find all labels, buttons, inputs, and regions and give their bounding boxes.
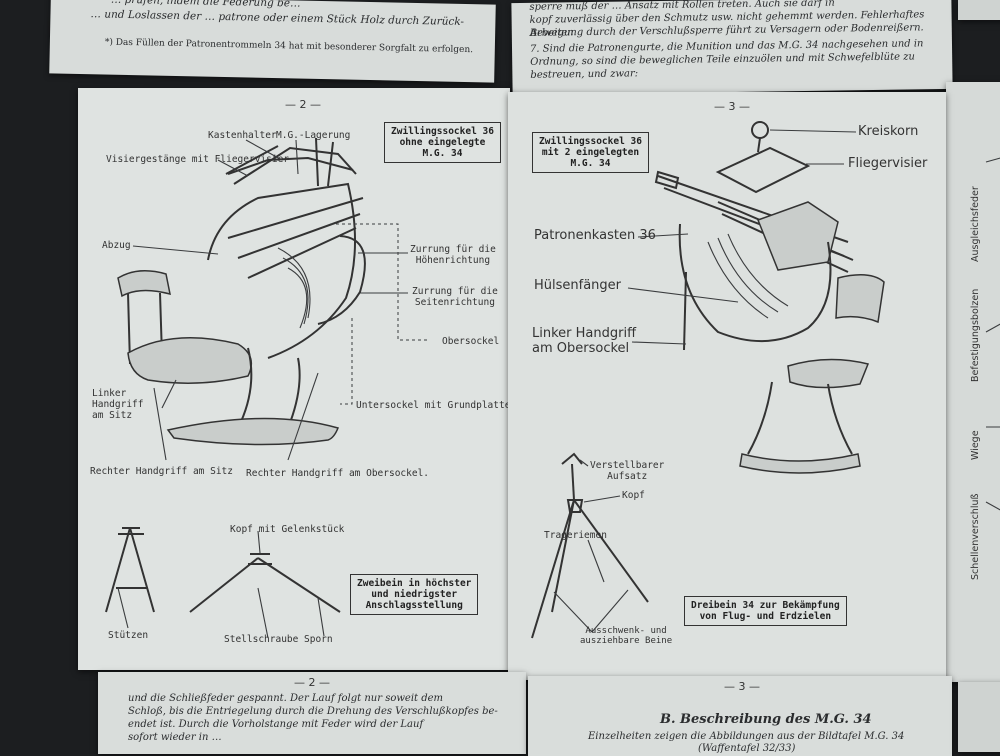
footnote: *) Das Füllen der Patronentrommeln 34 ha… bbox=[104, 37, 474, 56]
label-patronenkasten: Patronenkasten 36 bbox=[534, 228, 656, 243]
label-line: am Sitz bbox=[92, 410, 133, 421]
text-line: sofort wieder in … bbox=[128, 732, 222, 743]
title-line: Zwillingssockel 36 bbox=[539, 136, 642, 147]
box-line: von Flug- und Erdzielen bbox=[699, 611, 832, 622]
twin-mount-drawing bbox=[105, 137, 428, 639]
bottom-right-page: — 3 — B. Beschreibung des M.G. 34 Einzel… bbox=[528, 676, 952, 756]
label-line: Linker Handgriff bbox=[532, 326, 637, 341]
label-visiergestaenge: Visiergestänge mit Fliegervisier bbox=[106, 154, 290, 165]
bottom-far-right-page bbox=[958, 682, 1000, 752]
text-line: (Waffentafel 32/33) bbox=[698, 743, 796, 754]
title-line: M.G. 34 bbox=[422, 148, 463, 159]
title-line: Zwillingssockel 36 bbox=[391, 126, 494, 137]
side-label: Wiege bbox=[970, 430, 981, 460]
label-sporn: Sporn bbox=[304, 634, 333, 645]
label-line: Linker bbox=[92, 388, 127, 399]
box-line: Zweibein in höchster bbox=[357, 578, 472, 589]
label-ausschwenk: Ausschwenk- und ausziehbare Beine bbox=[580, 626, 672, 646]
label-line: Zurrung für die bbox=[412, 286, 498, 297]
page-number: — 2 — bbox=[285, 98, 321, 111]
label-huelsenfaenger: Hülsenfänger bbox=[534, 278, 622, 293]
title-box: Zwillingssockel 36 ohne eingelegte M.G. … bbox=[384, 122, 501, 163]
side-page: Ausgleichsfeder Befestigungsbolzen Wiege… bbox=[946, 82, 1000, 682]
label-fliegervisier: Fliegervisier bbox=[848, 156, 928, 171]
side-label: Befestigungsbolzen bbox=[970, 288, 981, 382]
top-far-right-page bbox=[958, 0, 1000, 20]
label-line: am Obersockel bbox=[532, 341, 630, 356]
label-linker-handgriff: Linker Handgriff am Sitz bbox=[92, 388, 143, 421]
label-rechter-ober: Rechter Handgriff am Obersockel. bbox=[246, 468, 430, 479]
label-line: Verstellbarer bbox=[590, 460, 665, 471]
label-stuetzen: Stützen bbox=[108, 630, 149, 641]
section-heading: B. Beschreibung des M.G. 34 bbox=[660, 712, 872, 727]
label-zurrung-hoehe: Zurrung für die Höhenrichtung bbox=[410, 244, 496, 266]
label-untersockel: Untersockel mit Grundplatte bbox=[356, 400, 510, 411]
box-line: Dreibein 34 zur Bekämpfung bbox=[691, 600, 840, 611]
text-line: Einzelheiten zeigen die Abbildungen aus … bbox=[588, 731, 905, 742]
side-label: Schellenverschluß bbox=[970, 493, 981, 580]
twin-guns-drawing bbox=[531, 121, 885, 639]
label-line: Ausschwenk- und bbox=[585, 626, 667, 636]
label-line: ausziehbare Beine bbox=[580, 636, 673, 646]
box-line: Anschlagsstellung bbox=[365, 600, 463, 611]
label-line: Höhenrichtung bbox=[415, 255, 491, 266]
page-number: — 2 — bbox=[294, 676, 330, 689]
label-line: Seitenrichtung bbox=[414, 297, 495, 308]
label-obersockel: Obersockel bbox=[442, 336, 500, 347]
top-left-page: … prüfen, indem die Federung be… … und L… bbox=[49, 0, 496, 83]
tripod-box: Dreibein 34 zur Bekämpfung von Flug- und… bbox=[684, 596, 847, 626]
side-page-lines bbox=[985, 157, 1000, 511]
label-line: Handgriff bbox=[92, 399, 144, 410]
label-trageriemen: Trageriemen bbox=[544, 530, 607, 541]
bipod-box: Zweibein in höchster und niedrigster Ans… bbox=[350, 574, 479, 615]
text-line: bestreuen, und zwar: bbox=[530, 68, 639, 81]
title-line: M.G. 34 bbox=[570, 158, 611, 169]
top-right-page: sperre muß der … Ansatz mit Rollen trete… bbox=[511, 0, 953, 96]
label-verstellbarer: Verstellbarer Aufsatz bbox=[590, 460, 664, 482]
label-rechter-sitz: Rechter Handgriff am Sitz bbox=[90, 466, 233, 477]
label-zurrung-seite: Zurrung für die Seitenrichtung bbox=[412, 286, 498, 308]
label-line: Zurrung für die bbox=[410, 244, 496, 255]
side-label: Ausgleichsfeder bbox=[970, 186, 981, 262]
label-line: Aufsatz bbox=[607, 471, 648, 482]
page-number: — 3 — bbox=[724, 680, 760, 693]
box-line: und niedrigster bbox=[371, 589, 458, 600]
label-abzug: Abzug bbox=[102, 240, 131, 251]
text-line: Schloß, bis die Entriegelung durch die D… bbox=[128, 706, 498, 717]
label-kastenhalter: Kastenhalter bbox=[208, 130, 277, 141]
label-stellschraube: Stellschraube bbox=[224, 634, 299, 645]
text-line: und die Schließfeder gespannt. Der Lauf … bbox=[128, 693, 444, 704]
page-3: — 3 — Zwillingssockel 36 mit 2 eingelegt… bbox=[508, 92, 946, 680]
text-line: endet ist. Durch die Vorholstange mit Fe… bbox=[128, 719, 424, 730]
title-line: ohne eingelegte bbox=[399, 137, 486, 148]
text-line: … und Loslassen der … patrone oder einem… bbox=[90, 8, 465, 29]
page-2: — 2 — Zwillingssockel 36 ohne eingelegte… bbox=[78, 88, 510, 670]
label-kopf-gelenk: Kopf mit Gelenkstück bbox=[230, 524, 345, 535]
label-mg-lagerung: M.G.-Lagerung bbox=[276, 130, 351, 141]
bottom-left-page: — 2 — und die Schließfeder gespannt. Der… bbox=[98, 672, 526, 754]
page-number: — 3 — bbox=[714, 100, 750, 113]
label-linker-handgriff: Linker Handgriff am Obersockel bbox=[532, 326, 636, 356]
title-line: mit 2 eingelegten bbox=[541, 147, 640, 158]
label-kopf: Kopf bbox=[622, 490, 645, 501]
title-box: Zwillingssockel 36 mit 2 eingelegten M.G… bbox=[532, 132, 649, 173]
label-kreiskorn: Kreiskorn bbox=[858, 124, 919, 139]
